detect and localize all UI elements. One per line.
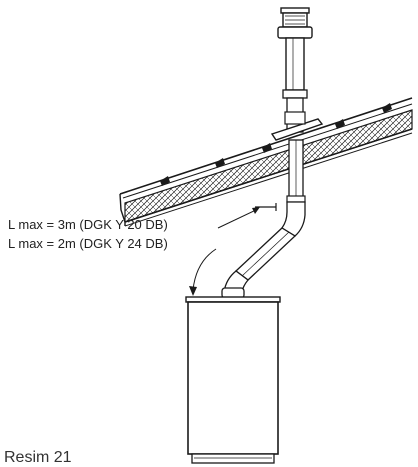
roof-bottom-line-2 <box>124 132 413 227</box>
terminal-cap <box>280 7 310 14</box>
roof-flashing <box>270 111 324 141</box>
terminal-collar <box>277 26 313 39</box>
roof-tile-clips <box>160 103 392 186</box>
flue-offset <box>221 201 306 299</box>
roof-eave <box>119 193 126 226</box>
length-note-20db: L max = 3m (DGK Y 20 DB) <box>8 217 168 232</box>
boiler-base <box>191 453 275 464</box>
flue-pipe-coupling <box>286 195 306 203</box>
roof-bottom-line <box>124 128 413 223</box>
dimension-markers <box>189 203 277 296</box>
leader-arrow-1 <box>217 208 259 229</box>
length-note-24db: L max = 2m (DGK Y 24 DB) <box>8 236 168 251</box>
terminal-ring <box>282 89 308 99</box>
terminal-upper-pipe <box>285 37 305 91</box>
vertical-flue-pipe <box>286 139 306 203</box>
roof <box>119 97 413 227</box>
figure-caption: Resim 21 <box>4 449 72 466</box>
boiler-unit <box>185 296 281 464</box>
leader-arrow-2 <box>192 248 217 291</box>
roof-insulation-band <box>124 109 413 223</box>
boiler-body <box>187 301 279 455</box>
